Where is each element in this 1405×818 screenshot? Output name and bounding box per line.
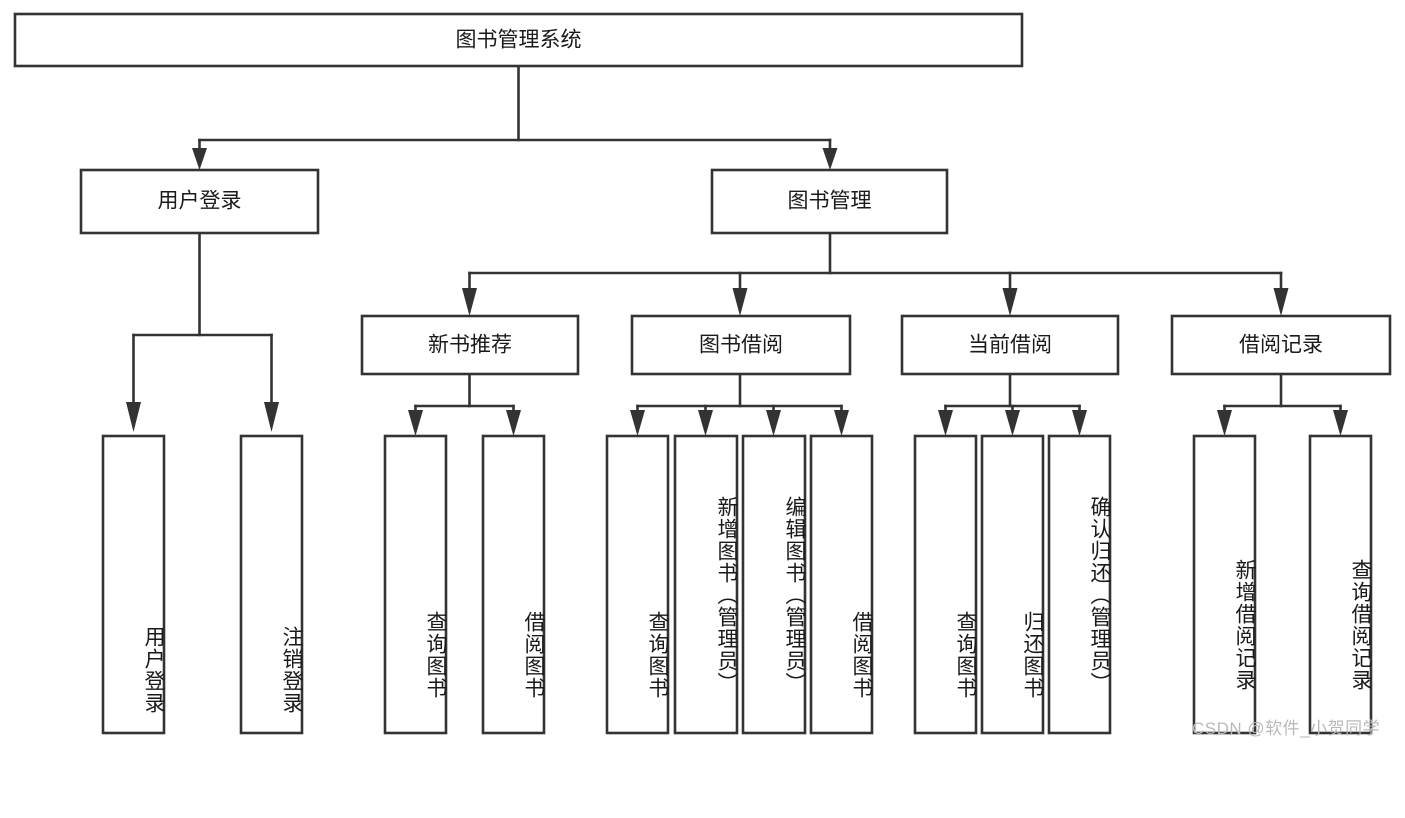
node-box-leaf-4[interactable]: [605, 434, 670, 735]
arrow-head-to-book-manage: [822, 148, 838, 170]
arrow-head-to-current-borrow: [1002, 288, 1018, 316]
diagram-canvas: 图书管理系统 用户登录 图书管理 新书推荐 图书借阅 当前借阅 借阅记录 用户登…: [13, 12, 1392, 738]
watermark-text: CSDN @软件_小贺同学: [1192, 719, 1381, 738]
node-box-leaf-0[interactable]: [101, 434, 166, 735]
node-label-root: 图书管理系统: [456, 29, 582, 52]
node-box-current-borrow[interactable]: [900, 314, 1120, 376]
node-box-new-book-recommend[interactable]: [360, 314, 580, 376]
node-box-leaf-7[interactable]: [809, 434, 874, 735]
arrow-head-leaf-logout: [264, 402, 279, 432]
connector-group-current-borrow: [938, 372, 1087, 436]
node-box-leaf-3[interactable]: [481, 434, 546, 735]
connector-group-user-login: [126, 231, 279, 432]
node-label-borrow-record: 借阅记录: [1239, 334, 1323, 357]
arrow-head-to-user-login: [192, 148, 207, 170]
arrow-head-br-leaf-2: [1333, 410, 1348, 436]
arrow-head-to-borrow-record: [1273, 288, 1289, 316]
node-box-root[interactable]: [13, 12, 1024, 68]
hierarchy-diagram-svg: 图书管理系统 用户登录 图书管理 新书推荐 图书借阅 当前借阅 借阅记录: [13, 12, 1392, 735]
connector-group-book-manage: [462, 231, 1289, 316]
node-box-leaf-1[interactable]: [239, 434, 304, 735]
arrow-head-nbr-leaf-1: [408, 410, 423, 436]
node-box-user-login[interactable]: [79, 168, 320, 235]
arrow-head-to-new-book-rec: [462, 288, 477, 316]
node-box-leaf-11[interactable]: [1192, 434, 1257, 735]
arrow-head-bb-leaf-4: [834, 410, 849, 436]
arrow-head-bb-leaf-3: [766, 410, 781, 436]
node-label-new-book-recommend: 新书推荐: [428, 334, 512, 357]
arrow-head-cb-leaf-1: [938, 410, 953, 436]
arrow-head-leaf-user-login: [126, 402, 141, 432]
arrow-head-cb-leaf-3: [1072, 410, 1087, 436]
arrow-head-cb-leaf-2: [1005, 410, 1020, 436]
connector-group-book-borrow: [630, 372, 849, 436]
node-box-leaf-5[interactable]: [673, 434, 739, 735]
node-box-book-borrow[interactable]: [630, 314, 852, 376]
connector-group-root: [192, 64, 838, 170]
node-label-user-login: 用户登录: [158, 190, 242, 213]
arrow-head-bb-leaf-1: [630, 410, 645, 436]
node-box-borrow-record[interactable]: [1170, 314, 1392, 376]
node-label-current-borrow: 当前借阅: [968, 334, 1052, 357]
connector-group-borrow-record: [1217, 372, 1348, 436]
node-box-leaf-6[interactable]: [741, 434, 807, 735]
connector-group-new-book-rec: [408, 372, 521, 436]
node-box-leaf-2[interactable]: [383, 434, 448, 735]
node-label-book-borrow: 图书借阅: [699, 334, 783, 357]
node-box-leaf-9[interactable]: [980, 434, 1045, 735]
node-label-book-manage: 图书管理: [788, 190, 872, 213]
arrow-head-nbr-leaf-2: [506, 410, 521, 436]
node-box-book-manage[interactable]: [710, 168, 949, 235]
arrow-head-to-book-borrow: [732, 288, 748, 316]
node-box-leaf-8[interactable]: [913, 434, 978, 735]
arrow-head-bb-leaf-2: [698, 410, 713, 436]
node-box-leaf-12[interactable]: [1308, 434, 1373, 735]
arrow-head-br-leaf-1: [1217, 410, 1232, 436]
node-box-leaf-10[interactable]: [1047, 434, 1112, 735]
